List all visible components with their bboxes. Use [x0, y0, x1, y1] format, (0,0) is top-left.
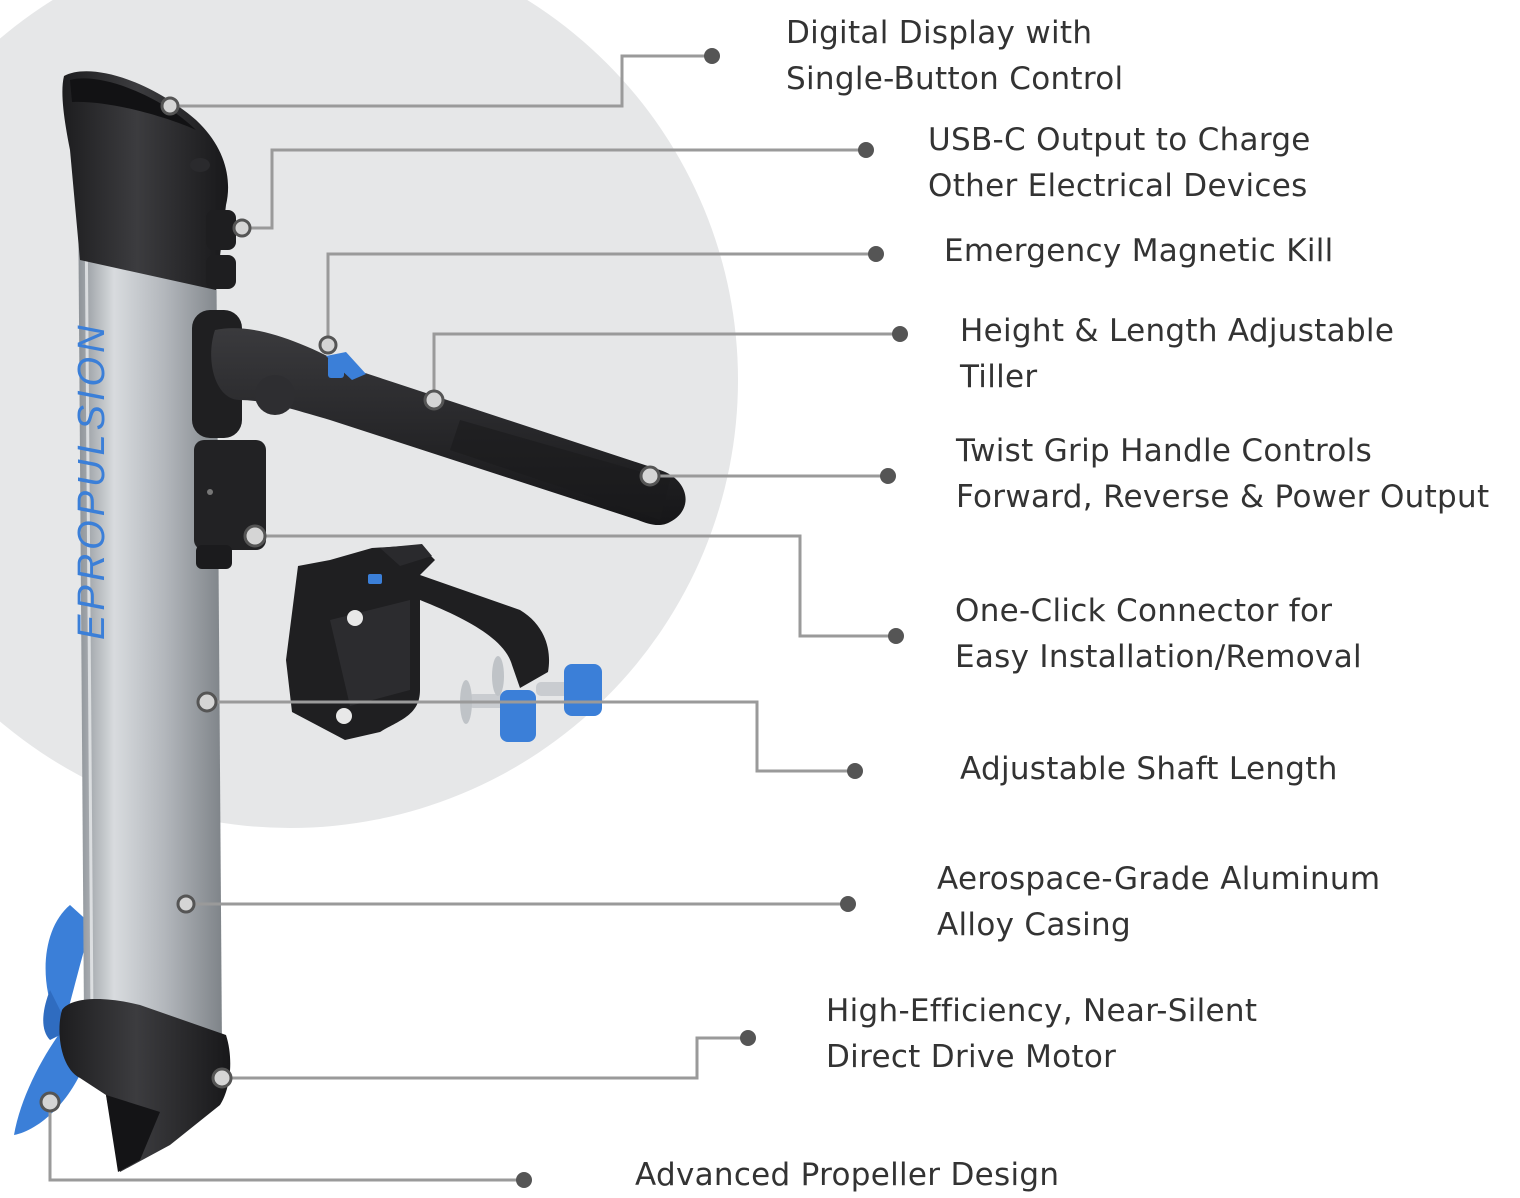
leader-shaft — [207, 700, 855, 773]
brand-wordmark: EPROPULSION — [71, 321, 113, 640]
callout-line: Single-Button Control — [786, 61, 1124, 97]
aluminum-casing — [78, 180, 222, 1050]
leader-kill — [326, 252, 876, 345]
terminal-dot — [847, 763, 863, 779]
callout-line: Twist Grip Handle Controls — [956, 433, 1373, 469]
anchor-dot — [211, 1067, 233, 1089]
terminal-dot — [858, 142, 874, 158]
display-head — [62, 71, 236, 290]
terminal-dot — [740, 1030, 756, 1046]
callout-usb: USB-C Output to Charge Other Electrical … — [928, 117, 1311, 209]
leader-connector — [255, 534, 896, 638]
anchor-dot — [423, 389, 445, 411]
callout-display: Digital Display with Single-Button Contr… — [786, 10, 1123, 102]
callout-connector: One-Click Connector for Easy Installatio… — [955, 588, 1362, 680]
leader-usb — [242, 148, 866, 230]
callout-line: Aerospace-Grade Aluminum — [937, 861, 1381, 897]
terminal-dot — [888, 628, 904, 644]
terminal-dot — [880, 468, 896, 484]
anchor-dot — [160, 96, 180, 116]
callout-line: One-Click Connector for — [955, 593, 1333, 629]
leader-motor — [222, 1036, 748, 1080]
callout-line: Advanced Propeller Design — [635, 1157, 1060, 1193]
callout-line: Emergency Magnetic Kill — [944, 233, 1334, 269]
callout-line: Height & Length Adjustable — [960, 313, 1395, 349]
leader-tiller — [432, 332, 900, 400]
terminal-dot — [840, 896, 856, 912]
callout-line: Adjustable Shaft Length — [960, 751, 1338, 787]
tiller — [211, 328, 686, 526]
callout-line: High-Efficiency, Near-Silent — [826, 993, 1258, 1029]
callout-motor: High-Efficiency, Near-Silent Direct Driv… — [826, 988, 1257, 1080]
anchor-dots — [39, 96, 661, 1113]
callout-line: Easy Installation/Removal — [955, 639, 1362, 675]
leader-propeller — [48, 1102, 524, 1182]
clamp-bracket — [286, 544, 602, 742]
terminal-dot — [704, 48, 720, 64]
callout-line: Digital Display with — [786, 15, 1093, 51]
terminal-dots — [516, 48, 908, 1188]
leader-lines — [48, 54, 900, 1182]
callout-casing: Aerospace-Grade Aluminum Alloy Casing — [937, 856, 1380, 948]
callout-line: Tiller — [960, 359, 1038, 395]
callout-kill: Emergency Magnetic Kill — [944, 228, 1334, 274]
anchor-dot — [243, 524, 267, 548]
leader-display — [170, 54, 712, 108]
anchor-dot — [318, 335, 338, 355]
callout-line: Forward, Reverse & Power Output — [956, 479, 1490, 515]
callout-shaft: Adjustable Shaft Length — [960, 746, 1338, 792]
callout-line: Other Electrical Devices — [928, 168, 1308, 204]
anchor-dot — [232, 218, 252, 238]
terminal-dot — [892, 326, 908, 342]
callout-line: USB-C Output to Charge — [928, 122, 1311, 158]
anchor-dot — [176, 894, 196, 914]
motor-pod — [59, 998, 231, 1172]
callout-line: Alloy Casing — [937, 907, 1131, 943]
callout-propeller: Advanced Propeller Design — [635, 1152, 1059, 1198]
callout-line: Direct Drive Motor — [826, 1039, 1117, 1075]
anchor-dot — [639, 465, 661, 487]
terminal-dot — [868, 246, 884, 262]
callout-grip: Twist Grip Handle Controls Forward, Reve… — [956, 428, 1489, 520]
anchor-dot — [39, 1091, 61, 1113]
terminal-dot — [516, 1172, 532, 1188]
anchor-dot — [196, 691, 218, 713]
callout-tiller: Height & Length Adjustable Tiller — [960, 308, 1394, 400]
